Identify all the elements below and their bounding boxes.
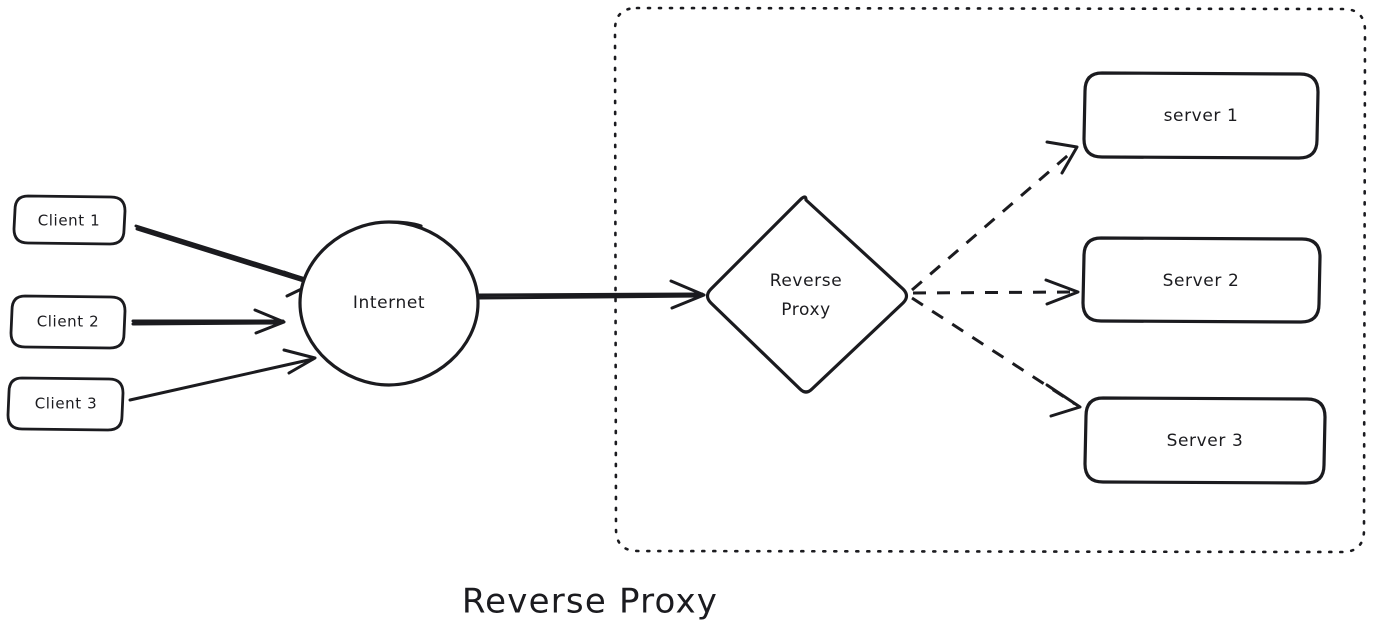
edge-proxy-to-server2 bbox=[912, 278, 1080, 306]
internet-node-label: Internet bbox=[353, 293, 425, 313]
server-node-2[interactable]: Server 2 bbox=[1081, 236, 1322, 324]
reverse-proxy-node[interactable]: Reverse Proxy bbox=[705, 195, 909, 394]
reverse-proxy-node-label-line1: Reverse bbox=[770, 271, 843, 291]
server-node-2-label: Server 2 bbox=[1163, 271, 1240, 291]
group-boundary bbox=[613, 6, 1367, 554]
client-node-1-label: Client 1 bbox=[38, 212, 101, 230]
server-node-1-label: server 1 bbox=[1164, 106, 1239, 126]
edge-internet-to-proxy bbox=[477, 279, 706, 310]
client-node-2-label: Client 2 bbox=[37, 313, 100, 331]
reverse-proxy-node-label-line2: Proxy bbox=[781, 300, 831, 320]
edge-client3-to-internet bbox=[128, 348, 317, 402]
edge-client1-to-internet bbox=[134, 224, 316, 298]
server-node-3-label: Server 3 bbox=[1167, 431, 1244, 451]
client-node-2[interactable]: Client 2 bbox=[9, 294, 127, 350]
edge-proxy-to-server3 bbox=[911, 296, 1082, 418]
client-node-3-label: Client 3 bbox=[35, 395, 98, 413]
client-node-3[interactable]: Client 3 bbox=[6, 376, 125, 432]
diagram-title: Reverse Proxy bbox=[462, 582, 718, 622]
server-node-1[interactable]: server 1 bbox=[1082, 71, 1320, 160]
internet-node[interactable]: Internet bbox=[298, 220, 480, 387]
edge-proxy-to-server1 bbox=[911, 140, 1079, 292]
server-node-3[interactable]: Server 3 bbox=[1083, 396, 1327, 485]
client-node-1[interactable]: Client 1 bbox=[12, 194, 127, 246]
edge-client2-to-internet bbox=[131, 308, 286, 335]
